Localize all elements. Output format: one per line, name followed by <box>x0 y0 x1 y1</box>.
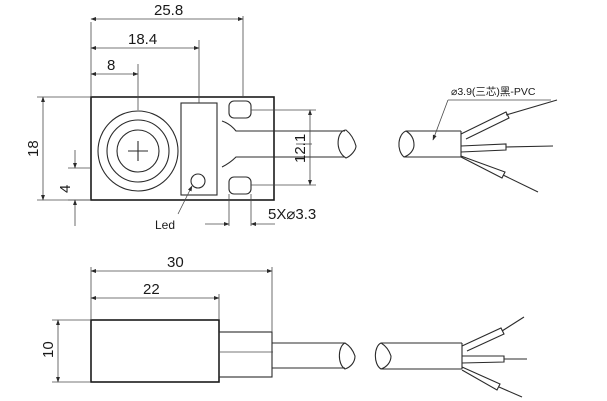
dim-holes: 5X⌀3.3 <box>268 206 316 223</box>
sensing-face <box>97 110 179 192</box>
mounting-hole-bottom <box>228 176 252 195</box>
cable-spec-label: ⌀3.9(三芯)黑-PVC <box>451 86 536 98</box>
dim-height-total: 18 <box>25 140 42 157</box>
front-view: 25.8 18.4 8 18 4 12.1 5X⌀3.3 Led <box>25 2 357 232</box>
dim-width-short: 8 <box>107 57 115 74</box>
led-label: Led <box>155 218 175 232</box>
cable-gland-side <box>218 331 273 378</box>
led-window <box>180 102 218 196</box>
sensor-body-side <box>90 319 220 383</box>
dim-length-total: 30 <box>167 254 184 271</box>
mounting-hole-top <box>228 100 252 119</box>
led-indicator <box>190 173 206 189</box>
dim-length-body: 22 <box>143 281 160 298</box>
dim-thickness: 10 <box>40 341 57 358</box>
cable-top <box>398 99 558 193</box>
dim-width-total: 25.8 <box>154 2 183 19</box>
dim-width-mid: 18.4 <box>128 31 157 48</box>
side-view: 30 22 10 <box>40 254 527 398</box>
dim-hole-spacing: 12.1 <box>292 134 309 163</box>
sensor-body-front <box>90 96 275 201</box>
cable-exit-front <box>221 120 302 168</box>
dim-height-low: 4 <box>57 185 74 193</box>
